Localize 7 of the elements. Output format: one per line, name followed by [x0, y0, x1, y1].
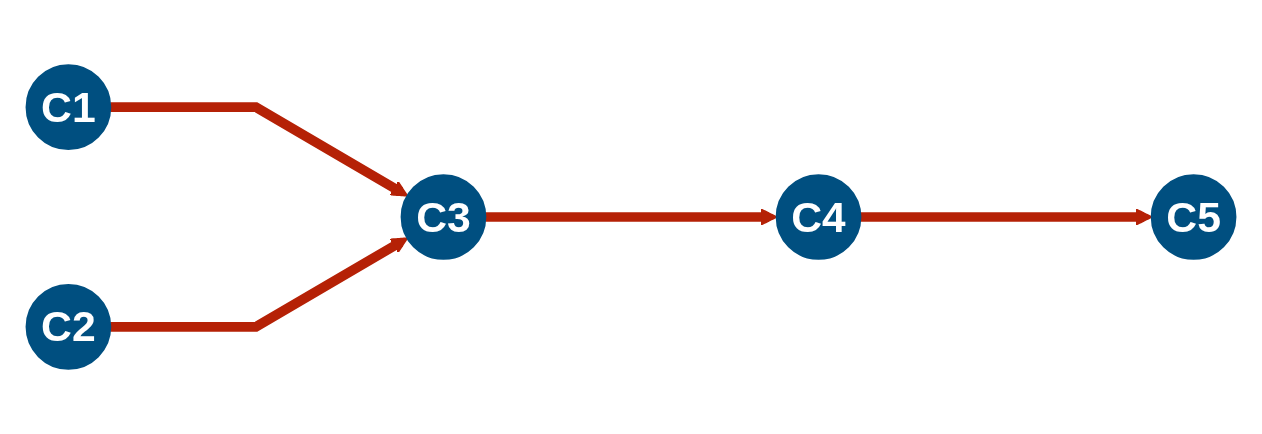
node-circle: C3: [400, 174, 487, 260]
node-circle: C2: [25, 284, 112, 370]
node-circle: C1: [25, 64, 112, 150]
arrow: [110, 102, 409, 197]
node-circle: C5: [1150, 174, 1237, 260]
arrow: [110, 237, 409, 332]
node-circle: C4: [775, 174, 862, 260]
